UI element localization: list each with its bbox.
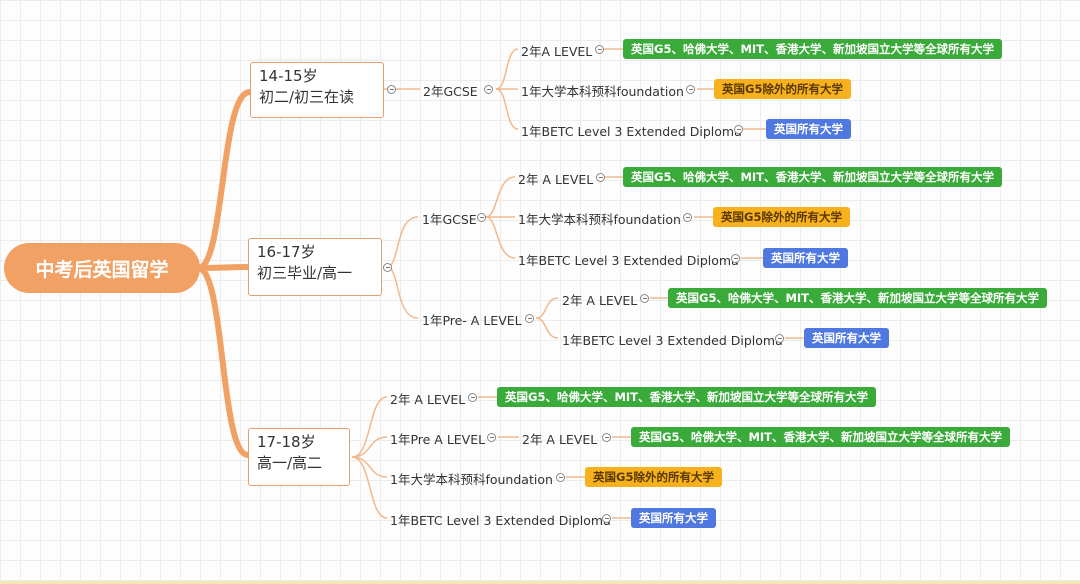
bottom-strip bbox=[0, 581, 1080, 584]
collapse-icon[interactable] bbox=[383, 263, 392, 272]
age-label: 17-18岁 bbox=[257, 433, 316, 451]
collapse-icon[interactable] bbox=[387, 85, 396, 94]
outcome-top-universities[interactable]: 英国G5、哈佛大学、MIT、香港大学、新加坡国立大学等全球所有大学 bbox=[631, 427, 1011, 447]
collapse-icon[interactable] bbox=[487, 433, 496, 442]
path-btec[interactable]: 1年BETC Level 3 Extended Diploma bbox=[390, 513, 611, 528]
path-alevel[interactable]: 2年 A LEVEL bbox=[522, 432, 598, 447]
collapse-icon[interactable] bbox=[525, 314, 534, 323]
collapse-icon[interactable] bbox=[686, 85, 695, 94]
root-node[interactable]: 中考后英国留学 bbox=[4, 243, 200, 293]
outcome-all-uk[interactable]: 英国所有大学 bbox=[804, 328, 889, 348]
age-node-16-17[interactable]: 16-17岁 初三毕业/高一 bbox=[248, 238, 382, 296]
age-node-14-15[interactable]: 14-15岁 初二/初三在读 bbox=[250, 62, 384, 118]
collapse-icon[interactable] bbox=[556, 473, 565, 482]
path-gcse-1y[interactable]: 1年GCSE bbox=[422, 212, 477, 227]
collapse-icon[interactable] bbox=[602, 514, 611, 523]
age-label: 14-15岁 bbox=[259, 67, 318, 85]
grade-label: 高一/高二 bbox=[257, 454, 323, 472]
grade-label: 初三毕业/高一 bbox=[257, 264, 353, 282]
path-alevel[interactable]: 2年A LEVEL bbox=[521, 44, 593, 59]
outcome-non-g5[interactable]: 英国G5除外的所有大学 bbox=[585, 467, 722, 487]
collapse-icon[interactable] bbox=[595, 45, 604, 54]
path-gcse-2y[interactable]: 2年GCSE bbox=[423, 84, 478, 99]
path-btec[interactable]: 1年BETC Level 3 Extended Diploma bbox=[562, 333, 783, 348]
path-foundation[interactable]: 1年大学本科预科foundation bbox=[390, 472, 553, 487]
outcome-top-universities[interactable]: 英国G5、哈佛大学、MIT、香港大学、新加坡国立大学等全球所有大学 bbox=[623, 39, 1003, 59]
grade-label: 初二/初三在读 bbox=[259, 88, 355, 106]
collapse-icon[interactable] bbox=[477, 213, 486, 222]
collapse-icon[interactable] bbox=[775, 334, 784, 343]
outcome-all-uk[interactable]: 英国所有大学 bbox=[631, 508, 716, 528]
collapse-icon[interactable] bbox=[734, 125, 743, 134]
path-btec[interactable]: 1年BETC Level 3 Extended Diploma bbox=[518, 253, 739, 268]
age-label: 16-17岁 bbox=[257, 243, 316, 261]
path-foundation[interactable]: 1年大学本科预科foundation bbox=[518, 212, 681, 227]
collapse-icon[interactable] bbox=[731, 254, 740, 263]
path-pre-alevel[interactable]: 1年Pre A LEVEL bbox=[390, 432, 486, 447]
collapse-icon[interactable] bbox=[640, 294, 649, 303]
outcome-all-uk[interactable]: 英国所有大学 bbox=[763, 248, 848, 268]
path-alevel[interactable]: 2年 A LEVEL bbox=[390, 392, 466, 407]
outcome-top-universities[interactable]: 英国G5、哈佛大学、MIT、香港大学、新加坡国立大学等全球所有大学 bbox=[497, 387, 877, 407]
path-alevel[interactable]: 2年 A LEVEL bbox=[518, 172, 594, 187]
outcome-non-g5[interactable]: 英国G5除外的所有大学 bbox=[714, 79, 851, 99]
collapse-icon[interactable] bbox=[468, 393, 477, 402]
path-pre-alevel[interactable]: 1年Pre- A LEVEL bbox=[422, 313, 522, 328]
outcome-non-g5[interactable]: 英国G5除外的所有大学 bbox=[713, 207, 850, 227]
path-alevel[interactable]: 2年 A LEVEL bbox=[562, 293, 638, 308]
outcome-all-uk[interactable]: 英国所有大学 bbox=[766, 119, 851, 139]
collapse-icon[interactable] bbox=[602, 433, 611, 442]
path-foundation[interactable]: 1年大学本科预科foundation bbox=[521, 84, 684, 99]
collapse-icon[interactable] bbox=[484, 85, 493, 94]
path-btec[interactable]: 1年BETC Level 3 Extended Diploma bbox=[521, 124, 742, 139]
collapse-icon[interactable] bbox=[683, 213, 692, 222]
root-label: 中考后英国留学 bbox=[35, 258, 169, 281]
age-node-17-18[interactable]: 17-18岁 高一/高二 bbox=[248, 428, 350, 486]
outcome-top-universities[interactable]: 英国G5、哈佛大学、MIT、香港大学、新加坡国立大学等全球所有大学 bbox=[623, 167, 1003, 187]
outcome-top-universities[interactable]: 英国G5、哈佛大学、MIT、香港大学、新加坡国立大学等全球所有大学 bbox=[668, 288, 1048, 308]
collapse-icon[interactable] bbox=[596, 173, 605, 182]
